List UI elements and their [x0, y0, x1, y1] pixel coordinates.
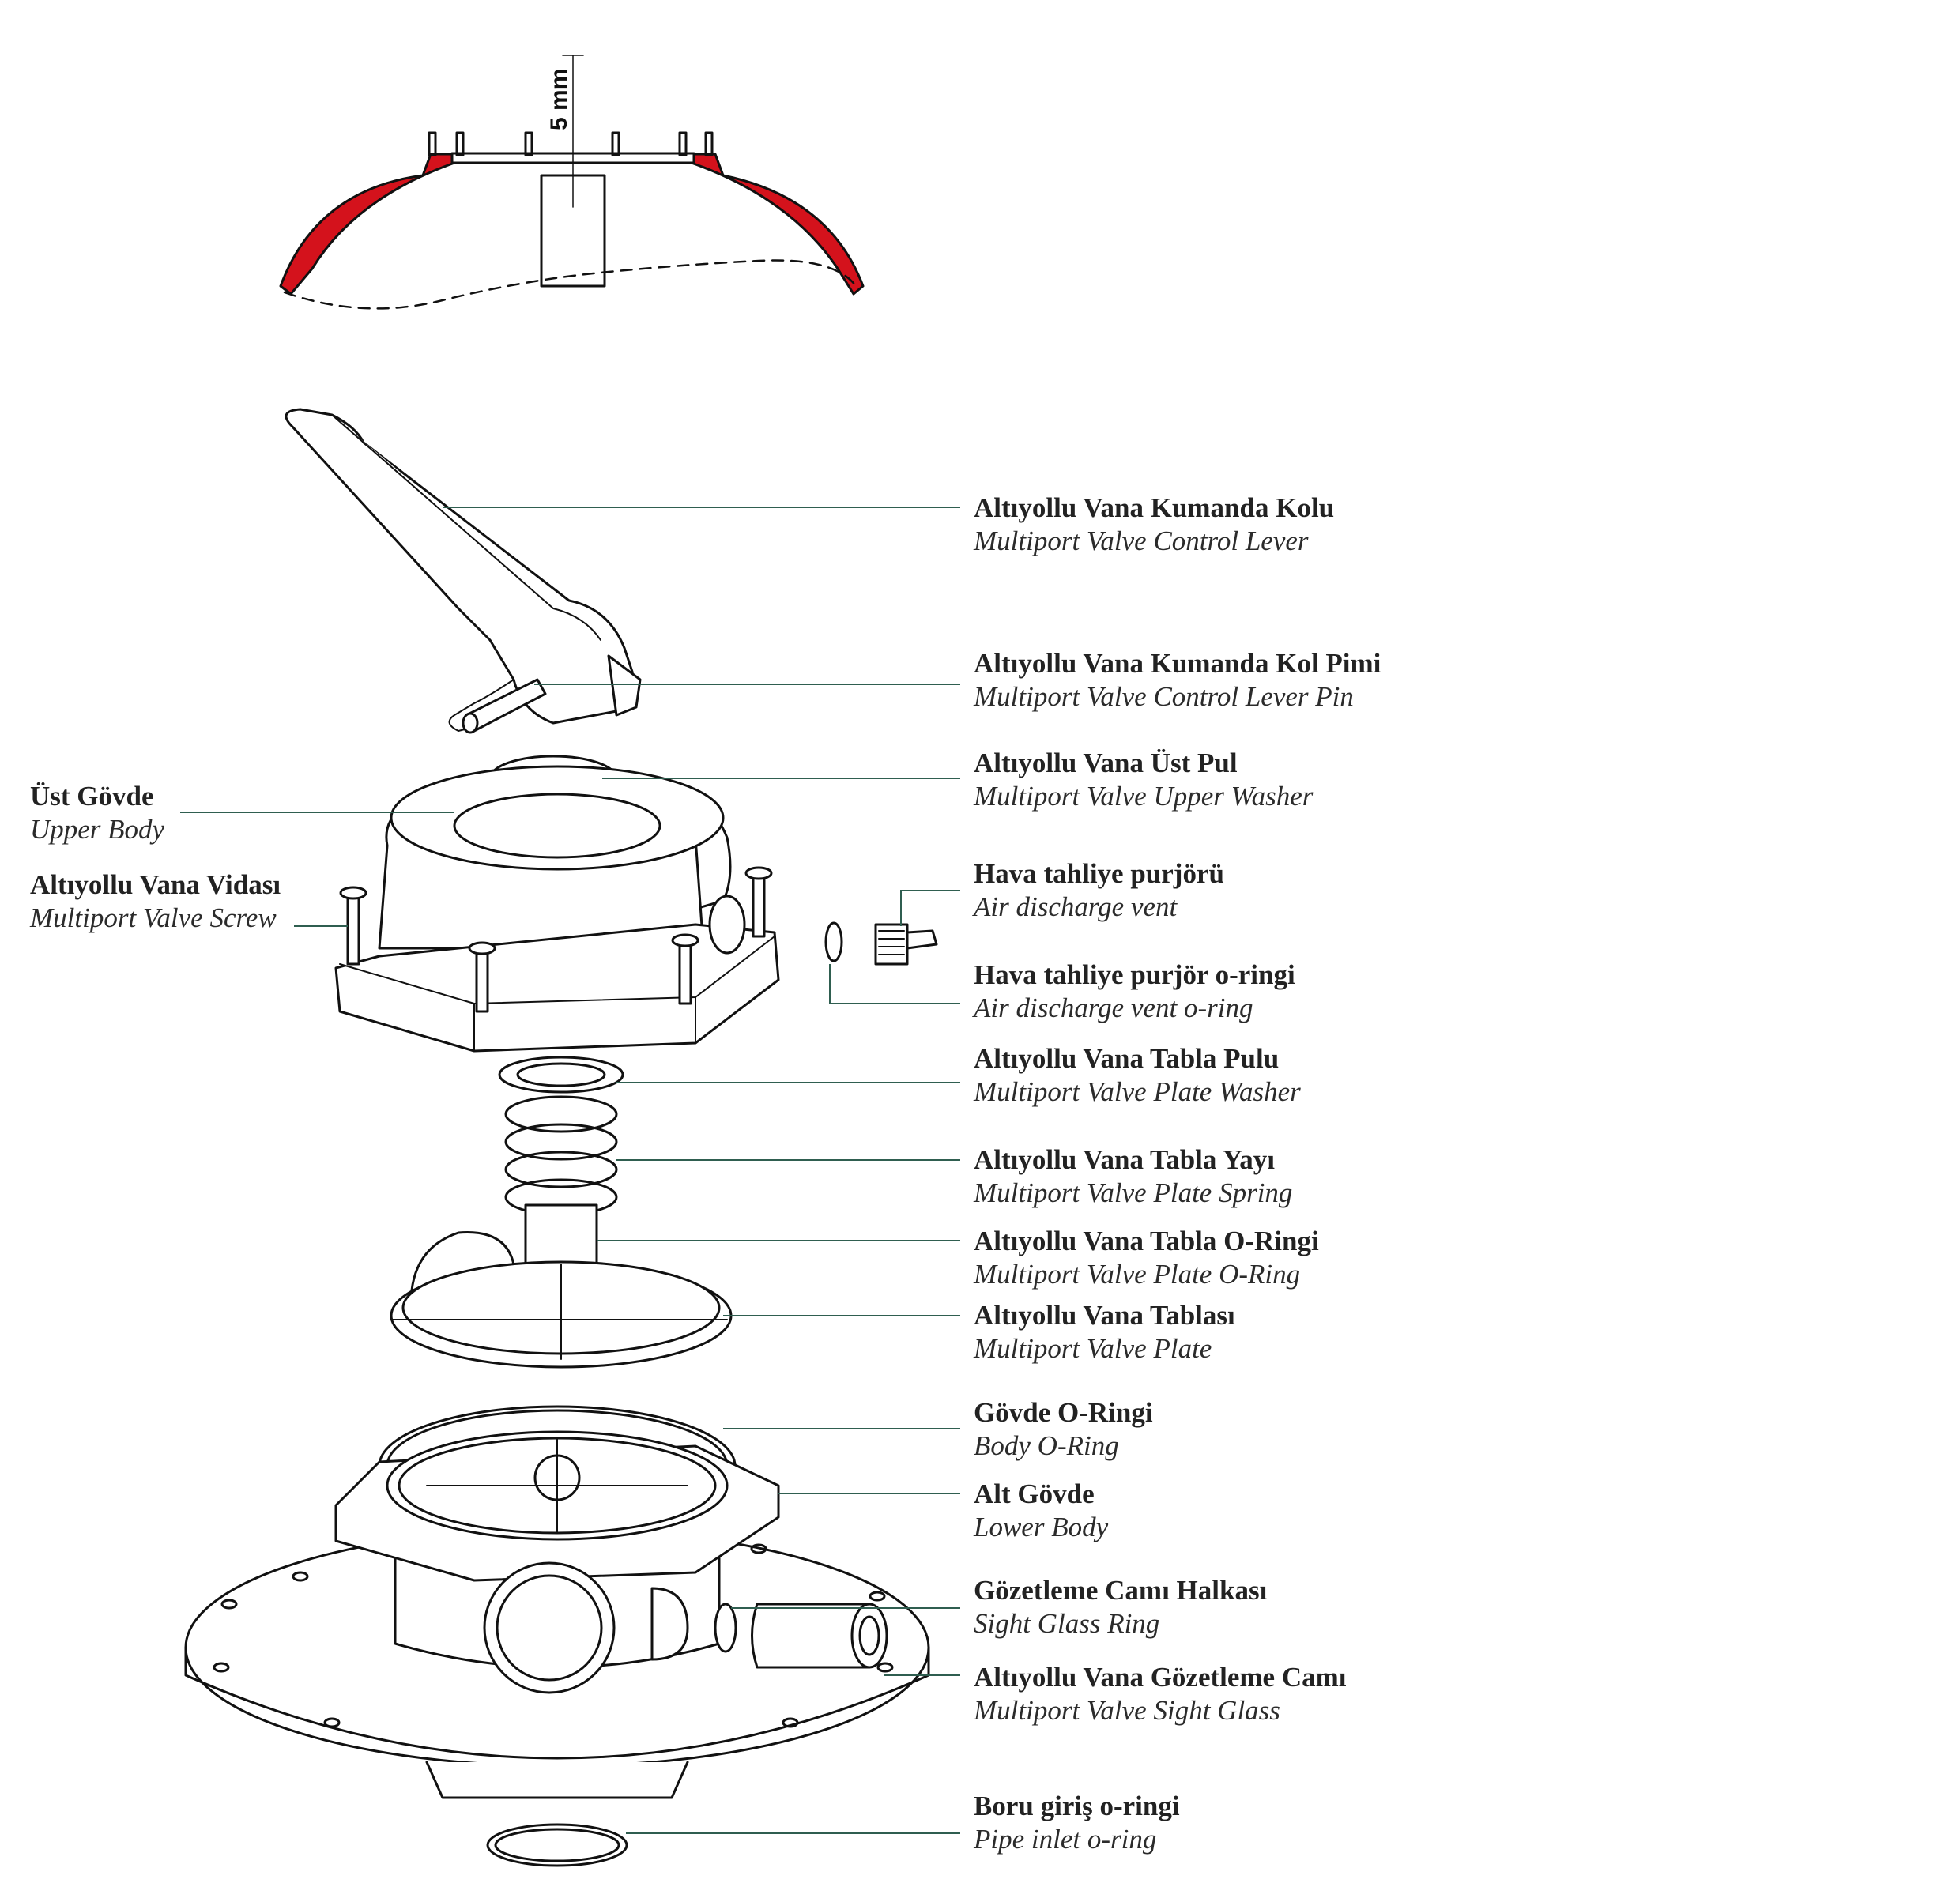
lower-body-part [184, 1430, 930, 1799]
label-tr: Alt Gövde [974, 1478, 1095, 1509]
label-pipe-inlet-oring: Boru giriş o-ringi Pipe inlet o-ring [974, 1792, 1180, 1853]
label-air-vent: Hava tahliye purjörü Air discharge vent [974, 860, 1224, 921]
label-tr: Altıyollu Vana Üst Pul [974, 748, 1238, 778]
label-tr: Hava tahliye purjörü [974, 858, 1224, 889]
label-en: Multiport Valve Plate Spring [974, 1177, 1293, 1208]
label-air-vent-oring: Hava tahliye purjör o-ringi Air discharg… [974, 961, 1295, 1022]
air-vent-oring-part [824, 921, 843, 962]
label-en: Air discharge vent o-ring [974, 992, 1253, 1023]
label-en: Multiport Valve Control Lever [974, 525, 1309, 556]
label-en: Multiport Valve Screw [30, 902, 277, 933]
label-plate-spring: Altıyollu Vana Tabla Yayı Multiport Valv… [974, 1146, 1292, 1207]
label-lower-body: Alt Gövde Lower Body [974, 1480, 1108, 1541]
leader-air-vent [900, 890, 960, 926]
label-en: Multiport Valve Upper Washer [974, 781, 1314, 812]
control-lever-part [285, 408, 642, 732]
plate-spring-part [504, 1095, 618, 1216]
label-sight-glass: Altıyollu Vana Gözetleme Camı Multiport … [974, 1663, 1347, 1724]
tank-wall-left [279, 153, 458, 296]
label-upper-body: Üst Gövde Upper Body [30, 782, 164, 843]
label-sight-glass-ring: Gözetleme Camı Halkası Sight Glass Ring [974, 1576, 1267, 1637]
label-body-oring: Gövde O-Ringi Body O-Ring [974, 1399, 1153, 1459]
leader-air-vent-oring [829, 964, 960, 1004]
label-upper-washer: Altıyollu Vana Üst Pul Multiport Valve U… [974, 749, 1313, 810]
label-en: Lower Body [974, 1512, 1109, 1542]
label-en: Upper Body [30, 814, 165, 845]
label-tr: Gözetleme Camı Halkası [974, 1575, 1268, 1606]
sight-glass-part [751, 1603, 888, 1669]
label-tr: Altıyollu Vana Tablası [974, 1300, 1235, 1331]
label-en: Multiport Valve Plate [974, 1333, 1212, 1364]
label-en: Air discharge vent [974, 891, 1178, 922]
label-plate-washer: Altıyollu Vana Tabla Pulu Multiport Valv… [974, 1045, 1301, 1105]
label-tr: Altıyollu Vana Tabla O-Ringi [974, 1226, 1319, 1256]
label-tr: Altıyollu Vana Kumanda Kol Pimi [974, 648, 1381, 679]
label-tr: Altıyollu Vana Gözetleme Camı [974, 1662, 1347, 1693]
valve-screws [339, 866, 773, 1013]
control-lever-pin-part [462, 678, 547, 734]
label-control-lever-pin: Altıyollu Vana Kumanda Kol Pimi Multipor… [974, 650, 1381, 710]
air-vent-part [874, 923, 938, 966]
dome-section-cut [283, 259, 859, 310]
label-en: Body O-Ring [974, 1430, 1119, 1461]
upper-body-part [334, 765, 780, 1053]
label-tr: Gövde O-Ringi [974, 1397, 1153, 1428]
dimension-label: 5 mm [546, 69, 572, 130]
plate-part [390, 1203, 733, 1369]
label-en: Multiport Valve Control Lever Pin [974, 681, 1354, 712]
label-en: Multiport Valve Plate Washer [974, 1076, 1301, 1107]
label-tr: Boru giriş o-ringi [974, 1791, 1180, 1821]
label-control-lever: Altıyollu Vana Kumanda Kolu Multiport Va… [974, 494, 1334, 555]
label-tr: Altıyollu Vana Tabla Pulu [974, 1043, 1280, 1074]
label-tr: Altıyollu Vana Vidası [30, 869, 281, 900]
plate-washer-part [498, 1056, 624, 1094]
label-tr: Hava tahliye purjör o-ringi [974, 959, 1295, 990]
label-tr: Üst Gövde [30, 781, 154, 812]
label-tr: Altıyollu Vana Tabla Yayı [974, 1144, 1275, 1175]
label-en: Sight Glass Ring [974, 1608, 1160, 1639]
label-en: Multiport Valve Plate O-Ring [974, 1259, 1301, 1290]
flange-pins [428, 131, 714, 156]
label-valve-screw: Altıyollu Vana Vidası Multiport Valve Sc… [30, 871, 281, 932]
pipe-inlet-oring-part [486, 1823, 628, 1867]
tank-wall-right [688, 153, 865, 296]
tank-dome-section [279, 55, 865, 310]
label-plate: Altıyollu Vana Tablası Multiport Valve P… [974, 1301, 1235, 1362]
label-plate-oring: Altıyollu Vana Tabla O-Ringi Multiport V… [974, 1227, 1319, 1288]
label-en: Multiport Valve Sight Glass [974, 1695, 1280, 1726]
base-bolt-holes [213, 1543, 894, 1728]
label-tr: Altıyollu Vana Kumanda Kolu [974, 492, 1335, 523]
leader-lines [180, 507, 960, 1834]
sight-glass-ring-part [714, 1603, 737, 1653]
label-en: Pipe inlet o-ring [974, 1824, 1157, 1855]
